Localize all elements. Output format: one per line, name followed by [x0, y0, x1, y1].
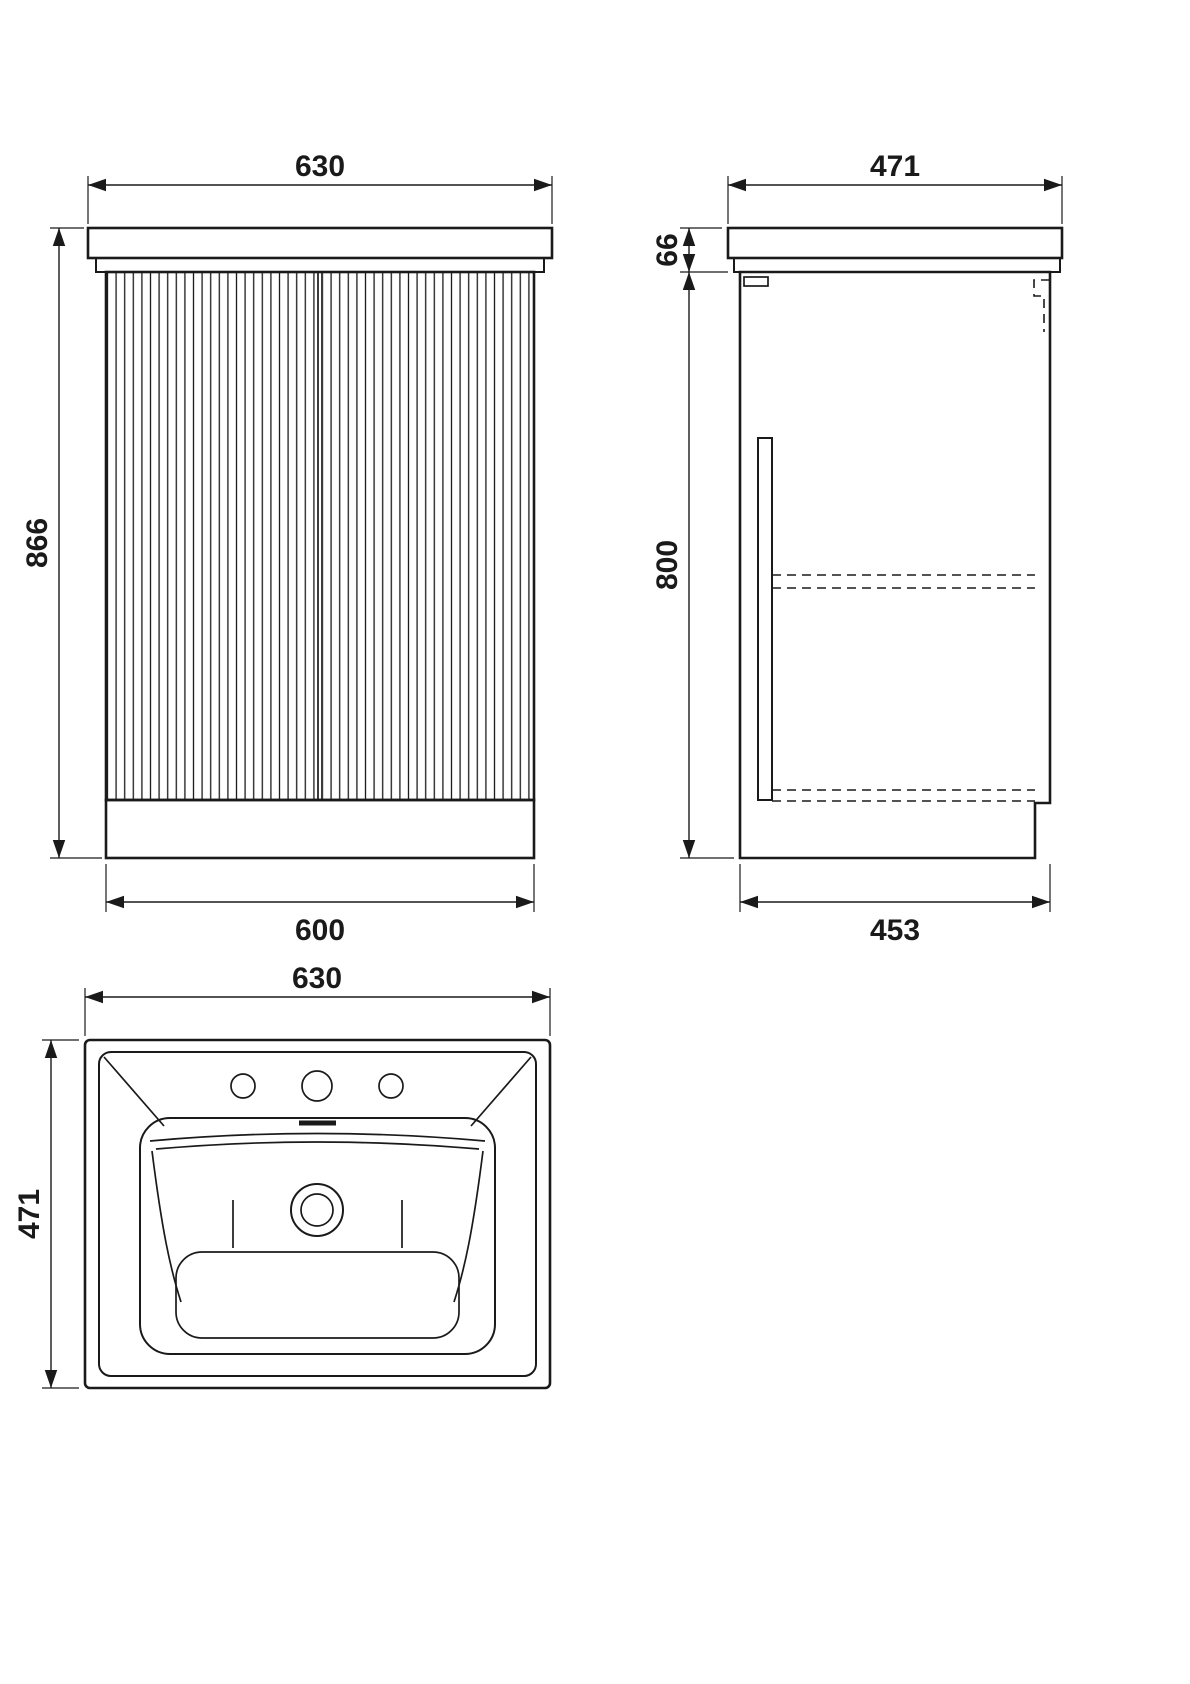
side-hinge-hidden-detail [1033, 279, 1050, 332]
tap-hole-center [301, 1070, 333, 1102]
side-bottom-depth-value: 453 [870, 914, 920, 947]
bowl-back-ledge-line1 [149, 1132, 486, 1142]
front-countertop-slab [86, 226, 554, 260]
side-cabinet-outline [738, 270, 1052, 860]
plan-width-value: 630 [292, 962, 342, 995]
deck-diagonal-left [103, 1056, 165, 1127]
front-view: 630 866 600 [21, 150, 554, 947]
side-top-depth-value: 471 [870, 150, 920, 183]
tap-hole-left [230, 1073, 256, 1099]
bowl-flat-bottom [175, 1251, 460, 1339]
side-view: 471 66 800 453 [651, 150, 1064, 947]
drain-inner-circle [300, 1193, 334, 1227]
front-countertop-lip [95, 257, 545, 273]
side-back-channel [757, 437, 773, 801]
basin-inner-rim [98, 1051, 537, 1377]
side-bottom-hidden-lines [772, 789, 1035, 802]
bowl-outer-edge [139, 1117, 496, 1355]
deck-diagonal-right [470, 1056, 532, 1127]
front-bottom-width-value: 600 [295, 914, 345, 947]
side-counter-height-value: 66 [651, 233, 684, 266]
front-door-gap [317, 272, 323, 800]
plan-view: 630 471 [13, 962, 552, 1390]
front-plinth [104, 798, 536, 860]
plan-depth-value: 471 [13, 1189, 46, 1239]
front-top-width-value: 630 [295, 150, 345, 183]
basin-outer-edge [83, 1038, 552, 1390]
bowl-slope-right [453, 1150, 484, 1303]
side-shelf-hidden-lines [772, 574, 1035, 589]
drain-outer-circle [290, 1183, 344, 1237]
side-body-height-value: 800 [651, 540, 684, 590]
bowl-back-ledge-line2 [155, 1141, 480, 1150]
front-height-value: 866 [21, 518, 54, 568]
side-countertop-slab [726, 226, 1064, 260]
front-left-door-fluting [107, 273, 317, 799]
front-right-door-fluting [323, 273, 533, 799]
side-countertop-lip [733, 257, 1061, 273]
side-fixing-bracket [743, 276, 769, 287]
bowl-slope-left [151, 1150, 182, 1303]
tap-hole-right [378, 1073, 404, 1099]
